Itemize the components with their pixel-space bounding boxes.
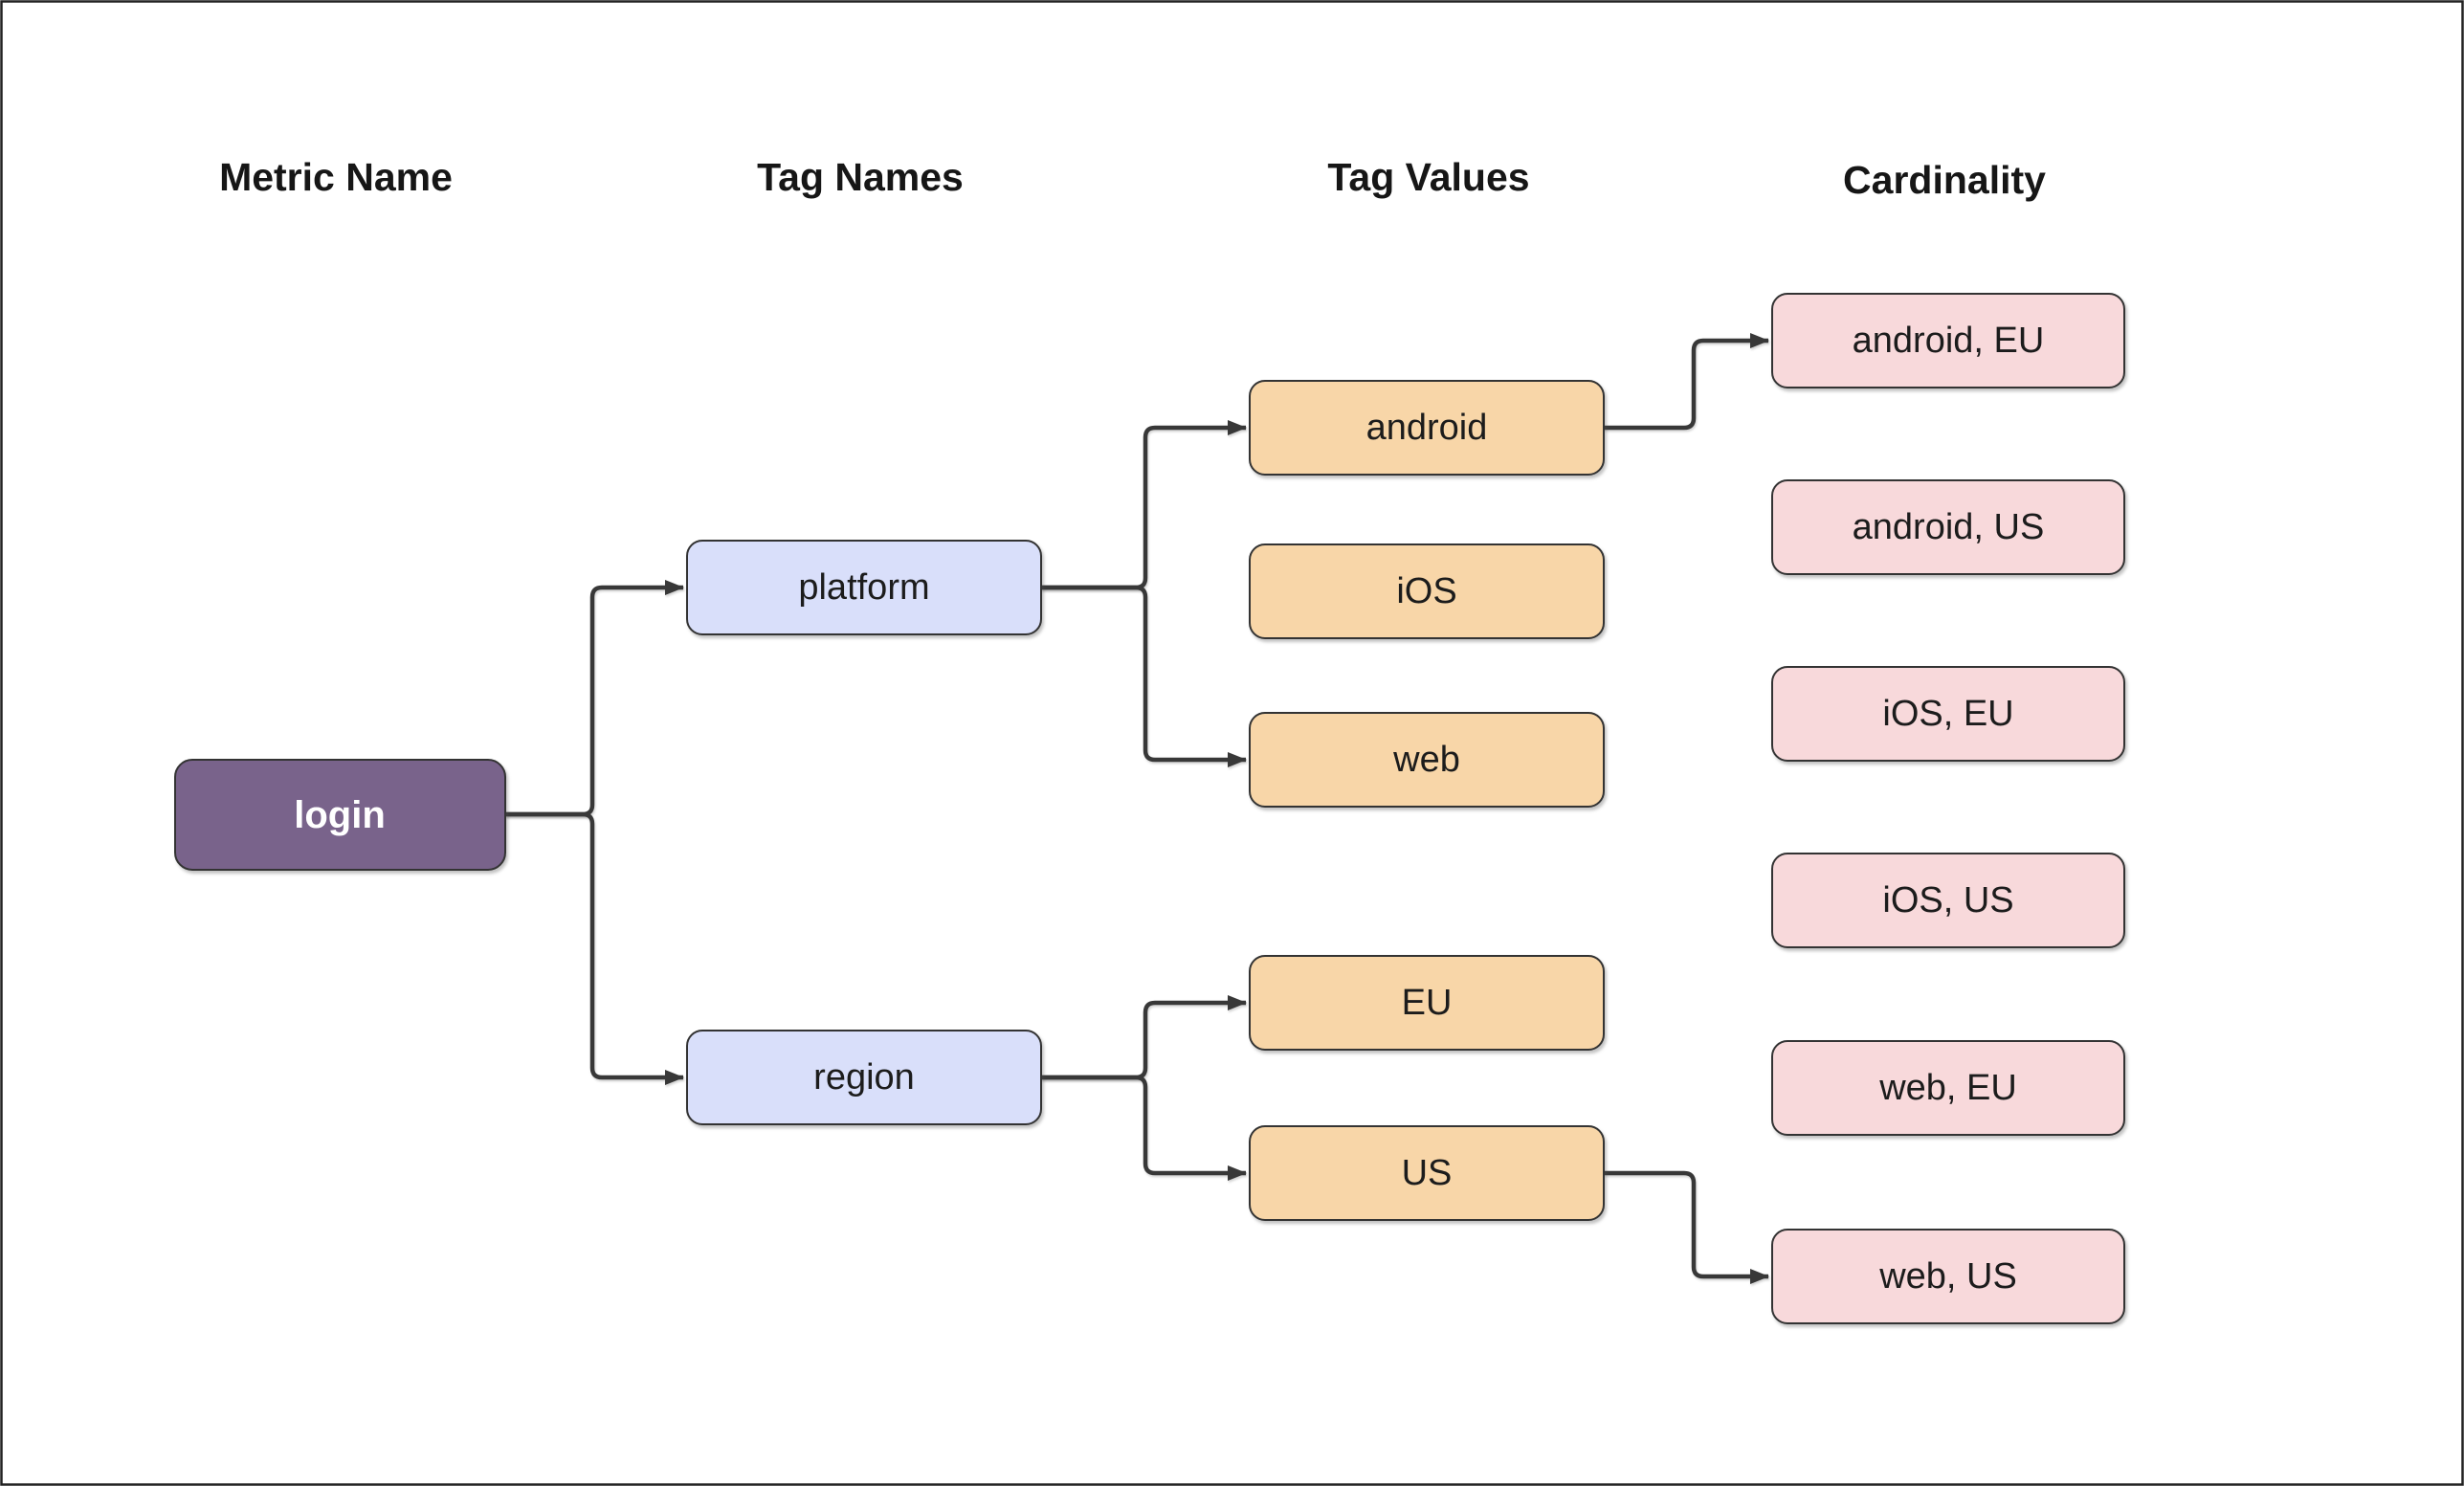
header-cardinality: Cardinality [1843, 158, 2046, 202]
header-metric-name: Metric Name [219, 155, 453, 199]
node-web-us-box [1771, 1229, 2125, 1324]
node-web-eu-label: web, EU [1878, 1068, 2017, 1108]
node-us-label: US [1402, 1153, 1453, 1193]
node-ios-eu: iOS, EU [1771, 666, 2125, 762]
edges [505, 333, 1769, 1284]
node-login: login [174, 759, 506, 871]
node-ios-us-label: iOS, US [1882, 880, 2013, 920]
edge-platform-android [1041, 420, 1247, 590]
node-ios-box [1249, 543, 1605, 639]
node-ios-eu-label: iOS, EU [1882, 694, 2013, 734]
node-ios-us: iOS, US [1771, 853, 2125, 948]
node-login-box [174, 759, 506, 871]
node-web-eu: web, EU [1771, 1040, 2125, 1136]
node-platform-label: platform [798, 567, 929, 608]
node-eu-label: EU [1402, 983, 1453, 1023]
header-tag-names: Tag Names [757, 155, 964, 199]
node-web: web [1249, 712, 1605, 808]
node-android-eu: android, EU [1771, 293, 2125, 388]
edge-region-eu [1041, 995, 1247, 1080]
node-ios-label: iOS [1396, 571, 1456, 611]
edge-region-us [1041, 1075, 1247, 1181]
node-web-label: web [1392, 740, 1460, 780]
edge-us-web-us [1604, 1170, 1769, 1284]
node-region-box [686, 1030, 1042, 1125]
node-android-us: android, US [1771, 479, 2125, 575]
node-android-eu-label: android, EU [1853, 321, 2045, 361]
node-eu: EU [1249, 955, 1605, 1051]
node-ios: iOS [1249, 543, 1605, 639]
node-android-box [1249, 380, 1605, 476]
node-us: US [1249, 1125, 1605, 1221]
node-ios-eu-box [1771, 666, 2125, 762]
header-tag-values: Tag Values [1327, 155, 1529, 199]
node-region: region [686, 1030, 1042, 1125]
node-android: android [1249, 380, 1605, 476]
edge-android-android-eu [1604, 333, 1769, 431]
node-login-label: login [294, 794, 386, 836]
node-eu-box [1249, 955, 1605, 1051]
nodes: login platform region android iOS web EU [174, 293, 2125, 1324]
node-android-us-box [1771, 479, 2125, 575]
node-web-eu-box [1771, 1040, 2125, 1136]
node-us-box [1249, 1125, 1605, 1221]
edge-login-platform [505, 580, 684, 817]
node-web-us: web, US [1771, 1229, 2125, 1324]
node-web-us-label: web, US [1878, 1256, 2017, 1297]
column-headers: Metric Name Tag Names Tag Values Cardina… [219, 155, 2046, 202]
edge-platform-web [1041, 585, 1247, 767]
node-android-label: android [1366, 408, 1488, 448]
node-ios-us-box [1771, 853, 2125, 948]
node-web-box [1249, 712, 1605, 808]
node-platform: platform [686, 540, 1042, 635]
node-region-label: region [813, 1057, 915, 1098]
edge-login-region [505, 811, 684, 1085]
node-platform-box [686, 540, 1042, 635]
node-android-us-label: android, US [1853, 507, 2045, 547]
node-android-eu-box [1771, 293, 2125, 388]
